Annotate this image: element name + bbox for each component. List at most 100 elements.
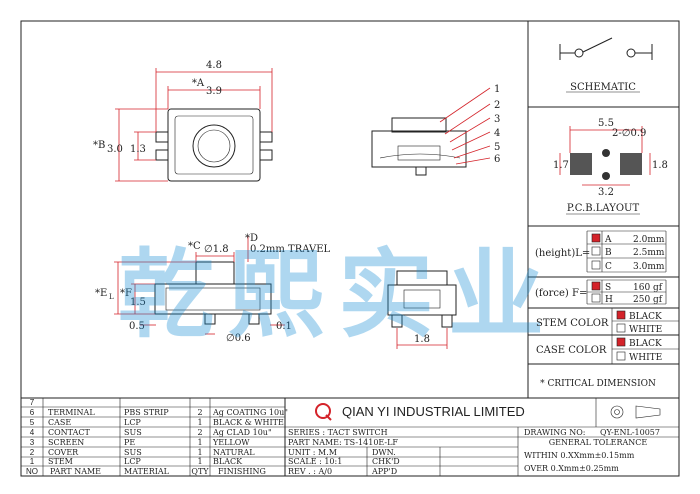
dim-side-d: 0.2mm TRAVEL: [250, 244, 330, 255]
dim-side-f-label: *F: [120, 288, 132, 299]
bom-row-finish: YELLOW: [212, 438, 250, 447]
bom-row-no: 6: [30, 408, 35, 417]
title-block-grid: [285, 398, 679, 476]
callout-1: 1: [494, 84, 500, 95]
bom-row-part: TERMINAL: [48, 408, 95, 417]
dim-side-01: 0.1: [276, 321, 292, 332]
callout-4: 4: [494, 128, 500, 139]
bom-row-finish: NATURAL: [213, 448, 255, 457]
dwn-text: DWN.: [372, 448, 396, 457]
unit-text: UNIT : M.M: [288, 448, 337, 457]
bom-row-material: SUS: [124, 428, 142, 437]
callout-6: 6: [494, 154, 500, 165]
dim-side-c: ∅1.8: [204, 244, 229, 255]
drawing-no: QY-ENL-10057: [600, 428, 660, 437]
callout-2: 2: [494, 100, 500, 111]
height-value-b: 2.5mm: [633, 248, 665, 258]
bom-row-material: SUS: [124, 448, 142, 457]
pcb-dim-32: 3.2: [598, 187, 614, 198]
bom-header-no: NO: [26, 467, 38, 476]
dim-left-b-label: *B: [93, 140, 105, 151]
force-key-s: S: [605, 283, 611, 293]
dim-left-13: 1.3: [130, 144, 146, 155]
schematic-symbol: [559, 37, 653, 60]
chkd-text: CHK'D: [372, 457, 400, 466]
appd-text: APP'D: [371, 467, 397, 476]
height-options: [586, 230, 667, 273]
bom-row-no: 5: [30, 418, 35, 427]
bom-row-material: PBS STRIP: [124, 408, 169, 417]
pcb-label: P.C.B.LAYOUT: [567, 203, 640, 214]
case-black-swatch: [616, 337, 626, 347]
stem-white: WHITE: [629, 325, 662, 335]
bom-row-part: STEM: [48, 457, 73, 466]
force-key-h: H: [605, 295, 613, 305]
bom-row-part: COVER: [48, 448, 79, 457]
dim-top-inner-label: *A: [192, 78, 205, 89]
bom-row-material: PE: [124, 438, 135, 447]
tolerance-line-2: OVER 0.Xmm±0.25mm: [524, 464, 619, 473]
front-dimensions: [114, 236, 285, 335]
dim-top-inner: 3.9: [206, 86, 222, 97]
right-side-view: [371, 117, 467, 176]
dim-side-05: 0.5: [129, 321, 145, 332]
top-dimensions: [115, 68, 273, 182]
dim-side-el-sub: L: [109, 293, 114, 301]
callout-3: 3: [494, 114, 500, 125]
general-tolerance: GENERAL TOLERANCE: [549, 438, 648, 447]
company-logo: [315, 403, 332, 421]
drawing-no-label: DRAWING NO:: [524, 428, 585, 437]
case-white: WHITE: [629, 353, 662, 363]
bom-row-material: LCP: [124, 457, 141, 466]
bom-row-part: CONTACT: [48, 428, 90, 437]
dim-side-d-label: *D: [245, 233, 258, 244]
pcb-layout-drawing: [559, 126, 651, 186]
height-key-a: A: [604, 235, 612, 245]
pcb-dim-18: 1.8: [652, 160, 668, 171]
stem-black-swatch: [616, 310, 626, 320]
height-key-b: B: [605, 248, 612, 258]
bom-row-finish: BLACK & WHITE: [213, 418, 284, 427]
bom-row-no: 7: [30, 398, 35, 407]
bom-row-no: 4: [30, 428, 35, 437]
dim-end-18: 1.8: [414, 334, 430, 345]
bom-row-finish: BLACK: [213, 457, 243, 466]
critical-note: * CRITICAL DIMENSION: [540, 379, 656, 389]
bom-row-qty: 2: [197, 428, 202, 437]
force-value-s: 160 gf: [633, 283, 663, 293]
sheet-frame: [20, 20, 680, 477]
dim-side-06: ∅0.6: [226, 333, 251, 344]
bom-row-qty: 2: [197, 408, 202, 417]
case-color-label: CASE COLOR: [536, 345, 607, 356]
height-value-a: 2.0mm: [633, 235, 665, 245]
rev-text: REV . : A/0: [288, 467, 332, 476]
force-value-h: 250 gf: [633, 295, 663, 305]
bom-header-material: MATERIAL: [124, 467, 170, 476]
dim-side-c-label: *C: [188, 241, 201, 252]
bom-header-qty: QTY: [191, 467, 209, 476]
stem-color-label: STEM COLOR: [536, 318, 609, 329]
dim-side-el-label: *E: [95, 288, 107, 299]
callout-leaders: [439, 87, 491, 165]
part-name-text: PART NAME: TS-1410E-LF: [288, 438, 398, 447]
dim-left-b: 3.0: [107, 144, 123, 155]
pcb-dim-209: 2-∅0.9: [612, 128, 646, 139]
height-value-c: 3.0mm: [633, 262, 665, 272]
case-black: BLACK: [629, 339, 662, 349]
callout-5: 5: [494, 142, 500, 153]
scale-text: SCALE : 10:1: [288, 457, 342, 466]
dim-top-width: 4.8: [206, 60, 222, 71]
bom-row-qty: 1: [197, 438, 202, 447]
bom-row-no: 2: [30, 448, 35, 457]
bom-row-part: CASE: [48, 418, 71, 427]
height-label: (height)L=: [535, 248, 590, 259]
watermark: 乾熙实业: [118, 239, 558, 351]
top-view: [155, 108, 273, 182]
bom-row-part: SCREEN: [48, 438, 84, 447]
front-view: [154, 261, 272, 325]
pcb-dim-55: 5.5: [598, 118, 614, 129]
bom-row-finish: Ag COATING 10u": [212, 408, 288, 417]
tolerance-line-1: WITHIN 0.XXmm±0.15mm: [524, 451, 635, 460]
bom-grid: [21, 398, 286, 476]
projection-symbol: [610, 405, 661, 419]
